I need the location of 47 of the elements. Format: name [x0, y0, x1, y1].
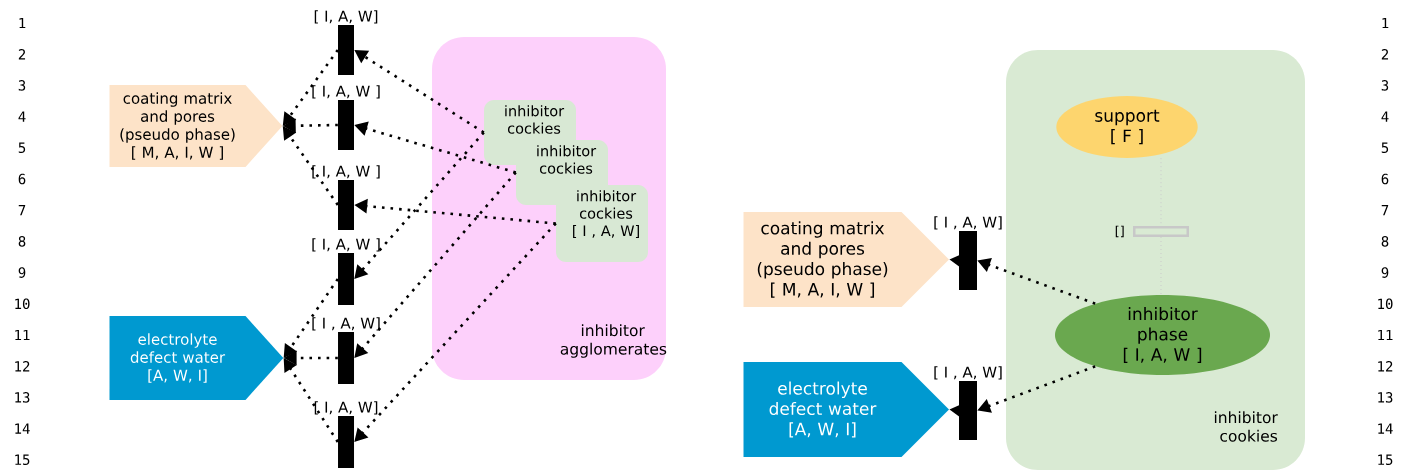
line-number: 15 [15, 454, 30, 465]
line-number: 7 [1381, 205, 1389, 216]
beside-label: [] [1115, 225, 1124, 238]
species-label: [ I, A, W] [314, 10, 378, 24]
line-number: 1 [1382, 17, 1389, 29]
line-number: 9 [18, 267, 26, 278]
line-number: 1 [19, 17, 26, 29]
dotted-arrow [354, 171, 517, 358]
pentagon-arrow-box: electrolyte defect water [A, W, I] [109, 316, 284, 400]
line-number: 14 [1378, 423, 1393, 434]
line-number: 6 [1381, 173, 1389, 185]
line-number: 4 [18, 111, 26, 122]
pentagon-arrow-box: coating matrix and pores (pseudo phase) [ M, A, I, W ] [109, 85, 283, 167]
line-number: 13 [15, 392, 30, 403]
line-number: 5 [18, 142, 26, 153]
line-number: 8 [18, 236, 26, 247]
line-number: 8 [1381, 236, 1389, 247]
line-number: 2 [18, 49, 26, 60]
line-number: 5 [1381, 142, 1389, 153]
line-number: 15 [1378, 454, 1393, 465]
dotted-arrow [282, 126, 339, 206]
line-number: 12 [1378, 361, 1393, 372]
line-number: 11 [1378, 329, 1393, 341]
line-number: 10 [1378, 298, 1393, 310]
line-number: 2 [1381, 49, 1389, 60]
line-number: 6 [18, 173, 26, 185]
line-number: 4 [1381, 111, 1389, 122]
line-number: 9 [1381, 267, 1389, 278]
node-label: inhibitor cockies [505, 105, 565, 134]
species-label: [ I, A, W] [314, 401, 378, 415]
line-number: 10 [15, 298, 30, 310]
species-label: [ I , A, W] [934, 216, 1002, 230]
dotted-arrow [354, 222, 557, 442]
species-label: [ I, A, W ] [312, 238, 380, 252]
species-label: [ I, A, W ] [312, 85, 380, 99]
line-number: 3 [1381, 80, 1389, 91]
node-label: [ I , A, W] [573, 224, 639, 238]
line-number: 11 [15, 329, 30, 341]
cookie-card: inhibitor cockies [ I , A, W] [556, 185, 648, 262]
line-number: 13 [1378, 392, 1393, 403]
line-number: 3 [18, 80, 26, 91]
line-number: 12 [15, 361, 30, 372]
species-label: [ I , A, W] [312, 317, 380, 331]
dotted-arrow [354, 131, 485, 279]
dotted-arrow [283, 278, 339, 358]
line-number: 14 [15, 423, 30, 434]
line-number: 7 [18, 205, 26, 216]
